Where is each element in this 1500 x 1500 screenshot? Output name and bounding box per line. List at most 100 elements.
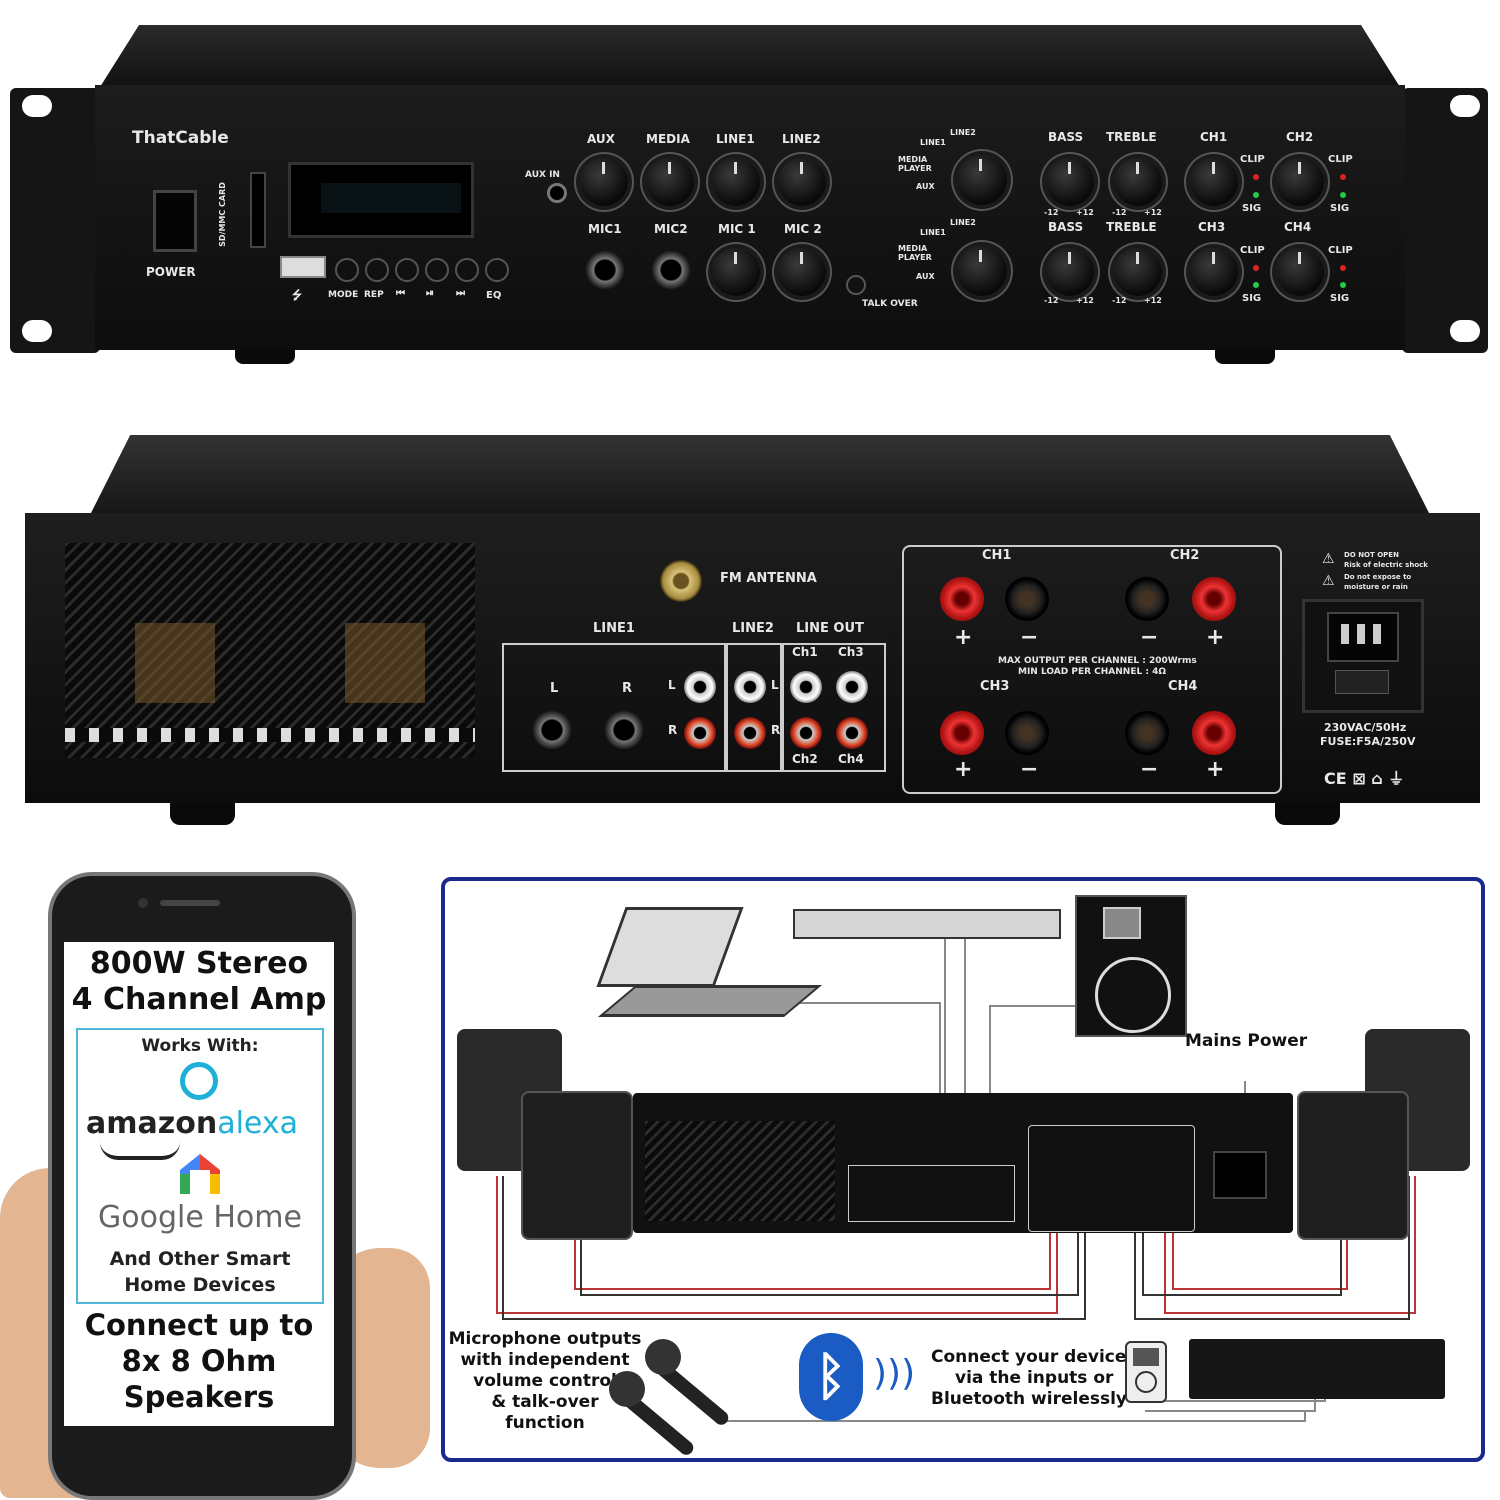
google-home-text: Google Home bbox=[98, 1200, 302, 1235]
compatibility-box: Works With: amazonalexa Google Home And … bbox=[76, 1028, 324, 1304]
line1-rca-right[interactable] bbox=[684, 717, 716, 749]
selector2-label-aux: AUX bbox=[916, 272, 935, 281]
mic2-volume-knob[interactable] bbox=[778, 248, 826, 296]
mic-caption-4: & talk-over bbox=[491, 1392, 599, 1412]
other-devices-line1: And Other Smart bbox=[109, 1248, 291, 1270]
bass1-knob[interactable] bbox=[1046, 158, 1094, 206]
selector2-label-line2: LINE2 bbox=[950, 218, 976, 227]
button-label-play: ⏯ bbox=[426, 288, 434, 299]
ch1-sig-label: SIG bbox=[1242, 203, 1262, 214]
ch3-sig-led bbox=[1253, 282, 1259, 288]
mic2-knob-label: MIC 2 bbox=[784, 222, 822, 236]
ch1-negative-terminal[interactable] bbox=[1005, 577, 1049, 621]
terminal-ch4-label: CH4 bbox=[1168, 679, 1198, 694]
ch4-volume-knob[interactable] bbox=[1276, 248, 1324, 296]
mic1-volume-knob[interactable] bbox=[712, 248, 760, 296]
line1-rca-left[interactable] bbox=[684, 671, 716, 703]
line-out-ch1-rca[interactable] bbox=[790, 671, 822, 703]
aux-in-jack[interactable] bbox=[547, 183, 567, 203]
max-output-label: MAX OUTPUT PER CHANNEL : 200Wrms bbox=[998, 656, 1197, 666]
minus-sign: − bbox=[1020, 757, 1039, 782]
line2-rca-right[interactable] bbox=[734, 717, 766, 749]
bass2-knob[interactable] bbox=[1046, 248, 1094, 296]
google-home-icon bbox=[178, 1154, 222, 1194]
ch2-clip-label: CLIP bbox=[1328, 154, 1353, 165]
line1-left-jack[interactable] bbox=[532, 710, 572, 750]
ch2-volume-knob[interactable] bbox=[1276, 158, 1324, 206]
ch3-volume-knob[interactable] bbox=[1190, 248, 1238, 296]
mains-power-label: Mains Power bbox=[1185, 1031, 1308, 1051]
ch3-negative-terminal[interactable] bbox=[1005, 711, 1049, 755]
lcd-display bbox=[288, 162, 474, 238]
knob-label-aux: AUX bbox=[587, 132, 615, 146]
ch3-clip-led bbox=[1253, 265, 1259, 271]
button-label-mode: MODE bbox=[328, 290, 359, 300]
play-pause-button[interactable] bbox=[425, 258, 449, 282]
line1-right-jack[interactable] bbox=[604, 710, 644, 750]
line1-right-label: R bbox=[622, 681, 633, 696]
fm-antenna-label: FM ANTENNA bbox=[720, 571, 817, 586]
ch4-sig-label: SIG bbox=[1330, 293, 1350, 304]
out-ch1-label: Ch1 bbox=[792, 645, 818, 659]
usb-port[interactable] bbox=[280, 256, 326, 278]
source-selector-knob-2[interactable] bbox=[957, 246, 1007, 296]
ch3-clip-label: CLIP bbox=[1240, 245, 1265, 256]
mic-caption-2: with independent bbox=[460, 1350, 630, 1370]
ch4-negative-terminal[interactable] bbox=[1125, 711, 1169, 755]
selector1-label-line2: LINE2 bbox=[950, 128, 976, 137]
rear-chassis-top bbox=[90, 435, 1430, 515]
fm-antenna-connector[interactable] bbox=[660, 560, 702, 602]
line-out-ch3-rca[interactable] bbox=[836, 671, 868, 703]
ch2-positive-terminal[interactable] bbox=[1192, 577, 1236, 621]
plus-sign: + bbox=[954, 625, 973, 650]
ch1-volume-knob[interactable] bbox=[1190, 158, 1238, 206]
prev-button[interactable] bbox=[395, 258, 419, 282]
min-load-label: MIN LOAD PER CHANNEL : 4Ω bbox=[1018, 667, 1166, 677]
ventilation-grille bbox=[65, 543, 475, 758]
button-label-prev: ⏮ bbox=[396, 288, 405, 299]
line-out-ch4-rca[interactable] bbox=[836, 717, 868, 749]
eq-button[interactable] bbox=[485, 258, 509, 282]
ch2-label: CH2 bbox=[1286, 130, 1314, 144]
connect-line3: Speakers bbox=[123, 1380, 275, 1414]
connect-line1: Connect up to bbox=[84, 1308, 314, 1342]
alexa-text: alexa bbox=[217, 1106, 298, 1141]
line-out-ch2-rca[interactable] bbox=[790, 717, 822, 749]
mp3-player-icon bbox=[1125, 1341, 1167, 1403]
bass2-range-hi: +12 bbox=[1076, 296, 1094, 305]
media-volume-knob[interactable] bbox=[646, 158, 694, 206]
line2-volume-knob[interactable] bbox=[778, 158, 826, 206]
ch4-positive-terminal[interactable] bbox=[1192, 711, 1236, 755]
ch3-positive-terminal[interactable] bbox=[940, 711, 984, 755]
talk-over-button[interactable] bbox=[846, 275, 866, 295]
mic2-jack[interactable] bbox=[651, 250, 691, 290]
line1-volume-knob[interactable] bbox=[712, 158, 760, 206]
aux-volume-knob[interactable] bbox=[580, 158, 628, 206]
ch1-positive-terminal[interactable] bbox=[940, 577, 984, 621]
selector2-label-line1: LINE1 bbox=[920, 228, 946, 237]
minus-sign: − bbox=[1140, 757, 1159, 782]
mic-caption-3: volume control bbox=[473, 1371, 617, 1391]
ch3-sig-label: SIG bbox=[1242, 293, 1262, 304]
iec-mains-socket[interactable] bbox=[1302, 599, 1424, 713]
mic-caption-1: Microphone outputs bbox=[448, 1329, 642, 1349]
ch2-negative-terminal[interactable] bbox=[1125, 577, 1169, 621]
treble2-knob[interactable] bbox=[1114, 248, 1162, 296]
treble1-label: TREBLE bbox=[1106, 130, 1157, 144]
power-switch[interactable] bbox=[153, 190, 197, 252]
source-selector-knob-1[interactable] bbox=[957, 155, 1007, 205]
ch2-clip-led bbox=[1340, 174, 1346, 180]
rep-button[interactable] bbox=[365, 258, 389, 282]
right-rack-ear bbox=[1402, 88, 1488, 353]
ch4-clip-label: CLIP bbox=[1328, 245, 1353, 256]
sd-card-slot[interactable] bbox=[250, 172, 266, 248]
line2-rca-left[interactable] bbox=[734, 671, 766, 703]
cd-deck-icon bbox=[1075, 895, 1187, 1037]
line2-label: LINE2 bbox=[732, 621, 774, 636]
mode-button[interactable] bbox=[335, 258, 359, 282]
connect-line2: 8x 8 Ohm bbox=[121, 1344, 277, 1378]
treble1-knob[interactable] bbox=[1114, 158, 1162, 206]
next-button[interactable] bbox=[455, 258, 479, 282]
mic1-jack[interactable] bbox=[585, 250, 625, 290]
out-ch3-label: Ch3 bbox=[838, 645, 864, 659]
